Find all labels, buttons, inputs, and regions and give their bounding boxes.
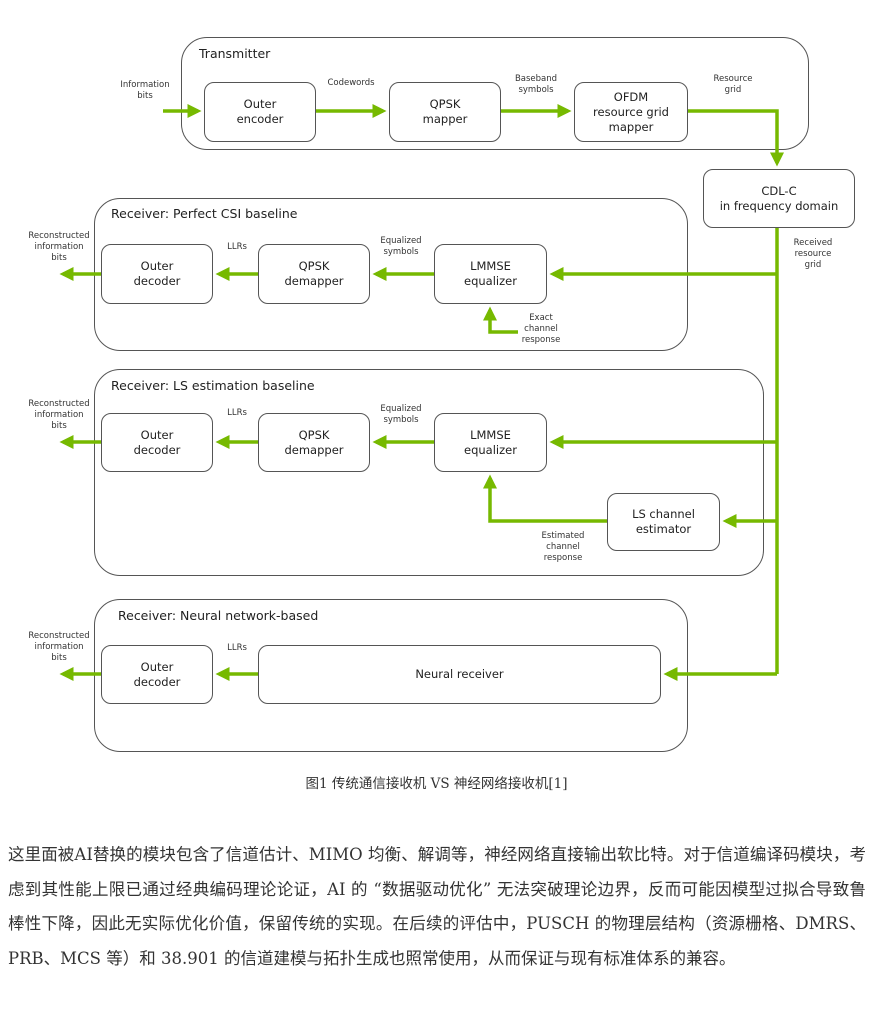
transmitter-group	[181, 37, 809, 150]
equalized-symbols-label: Equalized symbols	[380, 236, 422, 257]
block-diagram: Transmitter Information bits Outer encod…	[28, 37, 855, 752]
exact-channel-response-label: Exact channel response	[521, 313, 561, 345]
outer-decoder-block: Outer decoder	[101, 645, 213, 704]
llrs-label: LLRs	[227, 643, 247, 653]
receiver-ls-estimation-group	[94, 369, 764, 576]
lmmse-equalizer-block: LMMSE equalizer	[434, 244, 547, 304]
lmmse-equalizer-block: LMMSE equalizer	[434, 413, 547, 472]
reconstructed-bits-label: Reconstructed information bits	[28, 399, 90, 431]
figure-caption: 图1 传统通信接收机 VS 神经网络接收机[1]	[305, 776, 568, 792]
estimated-channel-response-label: Estimated channel response	[541, 531, 585, 563]
outer-decoder-block: Outer decoder	[101, 244, 213, 304]
equalized-symbols-label: Equalized symbols	[380, 404, 422, 425]
reconstructed-bits-label: Reconstructed information bits	[28, 631, 90, 663]
llrs-label: LLRs	[227, 242, 247, 252]
baseband-symbols-label: Baseband symbols	[514, 74, 558, 95]
codewords-label: Codewords	[327, 78, 375, 88]
llrs-label: LLRs	[227, 408, 247, 418]
receiver-ls-estimation-title: Receiver: LS estimation baseline	[111, 378, 315, 393]
body-paragraph: 这里面被AI替换的模块包含了信道估计、MIMO 均衡、解调等，神经网络直接输出软…	[8, 845, 866, 968]
ofdm-resource-grid-mapper-block: OFDM resource grid mapper	[574, 82, 688, 142]
qpsk-mapper-block: QPSK mapper	[389, 82, 501, 142]
neural-receiver-block: Neural receiver	[258, 645, 661, 704]
outer-encoder-block: Outer encoder	[204, 82, 316, 142]
information-bits-label: Information bits	[120, 80, 170, 101]
receiver-neural-network-title: Receiver: Neural network-based	[118, 608, 319, 623]
receiver-perfect-csi-title: Receiver: Perfect CSI baseline	[111, 206, 298, 221]
ls-channel-estimator-block: LS channel estimator	[607, 493, 720, 551]
outer-decoder-block: Outer decoder	[101, 413, 213, 472]
reconstructed-bits-label: Reconstructed information bits	[28, 231, 90, 263]
resource-grid-label: Resource grid	[713, 74, 753, 95]
qpsk-demapper-block: QPSK demapper	[258, 244, 370, 304]
cdl-c-channel-block: CDL-C in frequency domain	[703, 169, 855, 228]
qpsk-demapper-block: QPSK demapper	[258, 413, 370, 472]
transmitter-title: Transmitter	[199, 46, 271, 61]
received-resource-grid-label: Received resource grid	[793, 238, 833, 270]
